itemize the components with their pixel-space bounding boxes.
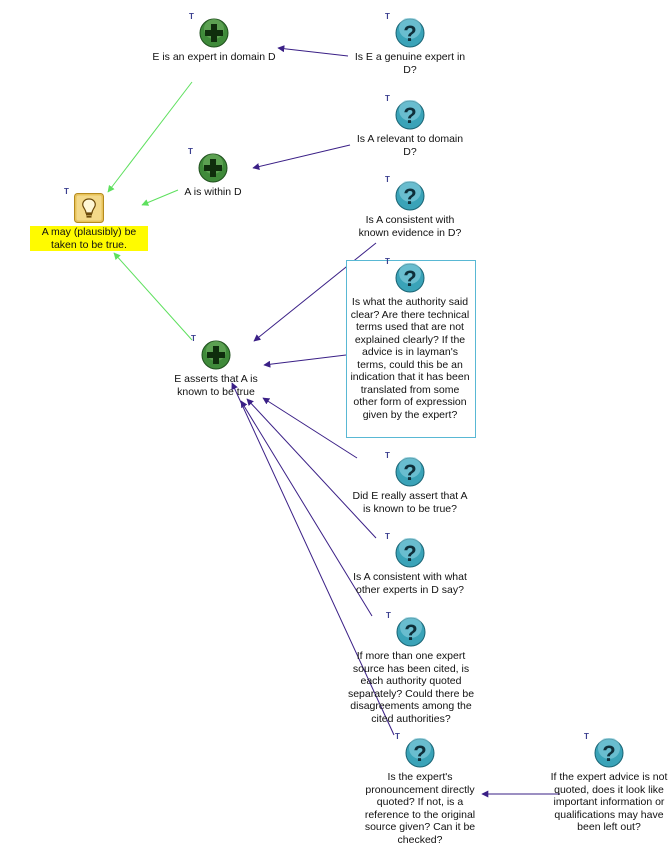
- question-really-assert-label: Did E really assert that A is known to b…: [352, 490, 468, 515]
- svg-text:?: ?: [403, 541, 416, 566]
- pro-node-expert[interactable]: T E is an expert in domain D: [150, 12, 278, 64]
- edge-other-to-asserts: [246, 398, 377, 539]
- edge-really-to-asserts: [262, 397, 358, 459]
- question-icon-wrap: T ?: [385, 257, 425, 293]
- svg-text:?: ?: [403, 21, 416, 46]
- node-marker: T: [191, 334, 196, 343]
- edge-relevant-to-within: [252, 144, 351, 170]
- question-node-genuine[interactable]: T ? Is E a genuine expert in D?: [350, 12, 470, 76]
- question-left-out-label: If the expert advice is not quoted, does…: [550, 771, 668, 833]
- question-genuine-label: Is E a genuine expert in D?: [354, 51, 466, 76]
- question-icon-wrap: T ?: [395, 732, 435, 768]
- question-icon: ?: [395, 263, 425, 293]
- question-icon: ?: [395, 100, 425, 130]
- node-marker: T: [385, 12, 390, 21]
- conclusion-label: A may (plausibly) be taken to be true.: [30, 226, 148, 251]
- question-icon: ?: [395, 18, 425, 48]
- node-marker: T: [64, 187, 69, 196]
- question-quoted-label: Is the expert's pronouncement directly q…: [364, 771, 476, 846]
- svg-text:?: ?: [413, 741, 426, 766]
- edge-quoted-to-asserts: [231, 382, 395, 736]
- svg-text:?: ?: [403, 460, 416, 485]
- question-node-left-out[interactable]: T ? If the expert advice is not quoted, …: [548, 732, 670, 834]
- node-marker: T: [385, 94, 390, 103]
- node-marker: T: [395, 732, 400, 741]
- question-other-experts-label: Is A consistent with what other experts …: [353, 571, 467, 596]
- node-marker: T: [385, 451, 390, 460]
- question-node-quoted[interactable]: T ? Is the expert's pronouncement direct…: [358, 732, 482, 846]
- question-consistent-evidence-label: Is A consistent with known evidence in D…: [358, 214, 462, 239]
- question-clear-label: Is what the authority said clear? Are th…: [350, 296, 470, 421]
- node-marker: T: [385, 175, 390, 184]
- question-icon: ?: [594, 738, 624, 768]
- question-icon-wrap: T ?: [385, 451, 425, 487]
- question-node-consistent-evidence[interactable]: T ? Is A consistent with known evidence …: [350, 175, 470, 239]
- plus-icon: [201, 340, 231, 370]
- question-node-other-experts[interactable]: T ? Is A consistent with what other expe…: [350, 532, 470, 596]
- question-icon: ?: [396, 617, 426, 647]
- edge-within-to-conclusion: [141, 189, 179, 206]
- plus-icon: [199, 18, 229, 48]
- question-icon: ?: [395, 538, 425, 568]
- pro-node-within[interactable]: T A is within D: [163, 147, 263, 199]
- node-marker: T: [386, 611, 391, 620]
- svg-text:?: ?: [404, 620, 417, 645]
- edge-genuine-to-expert: [277, 45, 349, 57]
- question-node-relevant[interactable]: T ? Is A relevant to domain D?: [350, 94, 470, 158]
- pro-expert-label: E is an expert in domain D: [152, 51, 276, 63]
- edge-consistent-to-asserts: [253, 242, 377, 342]
- question-node-multiple-sources[interactable]: T ? If more than one expert source has b…: [346, 611, 476, 725]
- question-multiple-sources-label: If more than one expert source has been …: [347, 650, 475, 725]
- edge-clear-to-asserts: [263, 354, 347, 368]
- svg-text:?: ?: [403, 184, 416, 209]
- node-marker: T: [385, 532, 390, 541]
- question-icon-wrap: T ?: [584, 732, 624, 768]
- svg-text:?: ?: [602, 741, 615, 766]
- node-marker: T: [385, 257, 390, 266]
- question-relevant-label: Is A relevant to domain D?: [356, 133, 464, 158]
- question-node-really-assert[interactable]: T ? Did E really assert that A is known …: [350, 451, 470, 515]
- node-marker: T: [188, 147, 193, 156]
- question-icon-wrap: T ?: [385, 175, 425, 211]
- pro-within-label: A is within D: [184, 186, 242, 198]
- edge-asserts-to-conclusion: [113, 252, 193, 341]
- pro-asserts-label: E asserts that A is known to be true: [174, 373, 258, 398]
- plus-icon: [198, 153, 228, 183]
- conclusion-icon-wrap: T: [64, 187, 104, 223]
- question-icon-wrap: T ?: [385, 12, 425, 48]
- node-marker: T: [584, 732, 589, 741]
- conclusion-node[interactable]: T A may (plausibly) be taken to be true.: [30, 187, 148, 251]
- edge-expert-to-conclusion: [107, 81, 193, 193]
- question-icon-wrap: T ?: [385, 94, 425, 130]
- question-icon: ?: [405, 738, 435, 768]
- edge-multiple-to-asserts: [240, 400, 373, 617]
- node-marker: T: [189, 12, 194, 21]
- pro-asserts-icon-wrap: T: [191, 334, 231, 370]
- lightbulb-icon: [74, 193, 104, 223]
- question-node-clear[interactable]: T ? Is what the authority said clear? Ar…: [349, 257, 471, 421]
- pro-node-asserts[interactable]: T E asserts that A is known to be true: [160, 334, 272, 398]
- question-icon-wrap: T ?: [385, 532, 425, 568]
- question-icon: ?: [395, 181, 425, 211]
- svg-text:?: ?: [403, 103, 416, 128]
- question-icon: ?: [395, 457, 425, 487]
- svg-text:?: ?: [403, 266, 416, 291]
- question-icon-wrap: T ?: [386, 611, 426, 647]
- pro-expert-icon-wrap: T: [189, 12, 229, 48]
- pro-within-icon-wrap: T: [188, 147, 228, 183]
